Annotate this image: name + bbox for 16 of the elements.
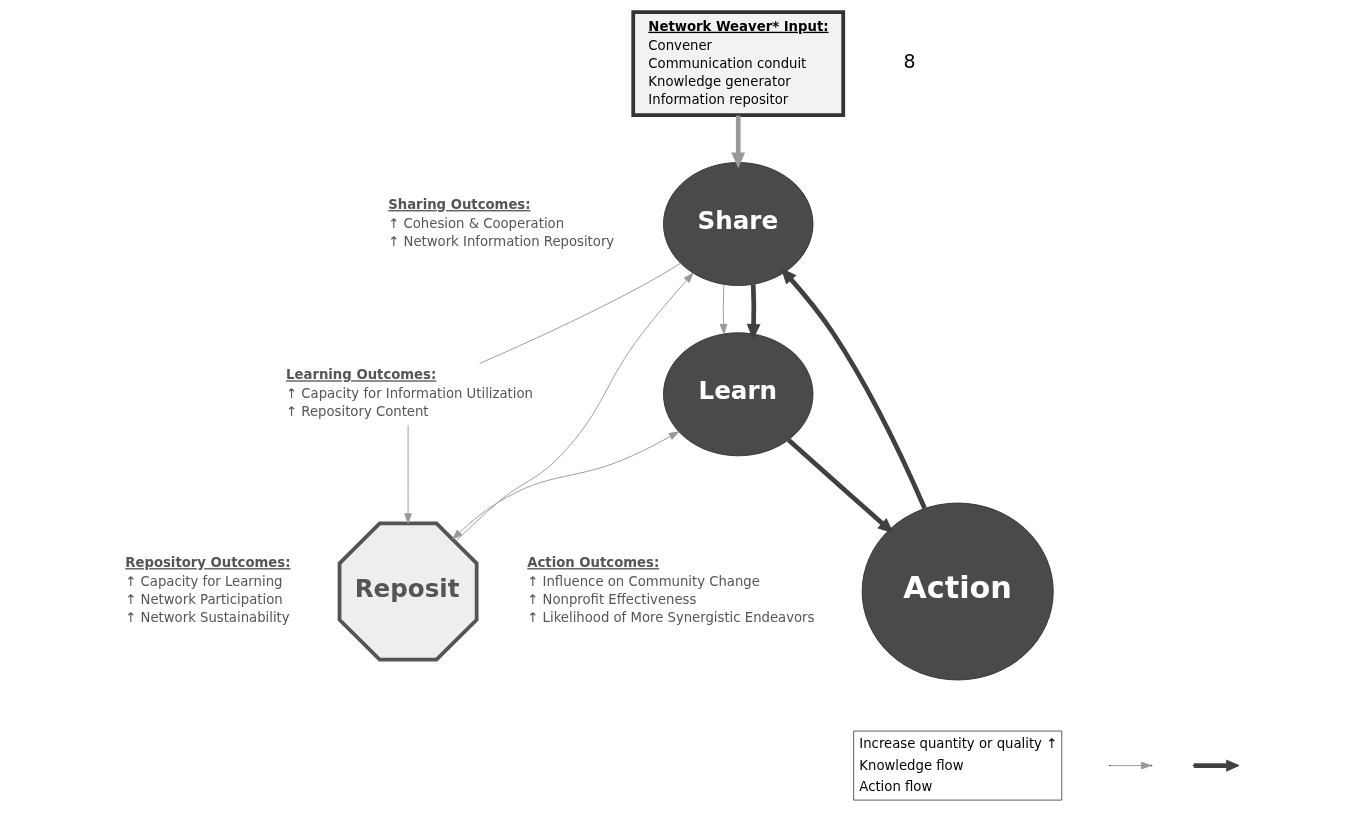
legend-label: Knowledge flow xyxy=(859,757,964,773)
legend-label: Action flow xyxy=(859,779,933,795)
label: 8 xyxy=(903,50,916,73)
node-label: Action Outcomes: xyxy=(527,555,660,571)
legend-label: Increase quantity or quality ↑ xyxy=(859,735,1058,751)
node-label: Repository Outcomes: xyxy=(125,555,291,571)
node-label: ↑ Network Sustainability xyxy=(125,609,290,625)
node-label: ↑ Influence on Community Change xyxy=(527,574,760,590)
node-label: Sharing Outcomes: xyxy=(388,197,531,213)
node-label: ↑ Cohesion & Cooperation xyxy=(388,215,565,231)
node-label: ↑ Network Participation xyxy=(125,592,283,608)
node-label: ↑ Capacity for Learning xyxy=(125,574,283,590)
node-text: Learning Outcomes: ↑ Capacity for Information Utilization ↑ Repository Content xyxy=(286,367,533,420)
node-label: ↑ Nonprofit Effectiveness xyxy=(527,592,697,608)
node-label: ↑ Network Information Repository xyxy=(388,233,615,249)
node-label: ↑ Likelihood of More Synergistic Endeavors xyxy=(527,609,815,625)
